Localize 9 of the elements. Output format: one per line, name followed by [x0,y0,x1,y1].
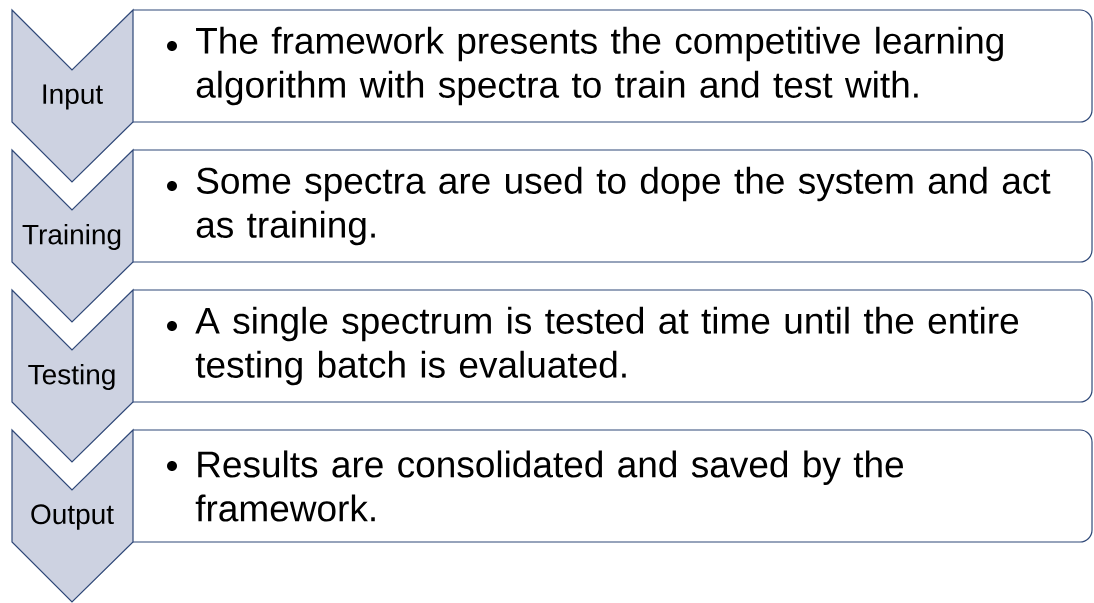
bullet-box: Some spectra are used to dope the system and act as training. [132,149,1093,263]
node-label: Output [31,504,114,530]
process-step: Input [11,8,134,183]
bullet-box: The framework presents the competitive learning algorithm with spectra to train and test with. [132,9,1093,123]
process-step: Training [11,148,134,323]
process-step: Testing [11,288,134,463]
bullet-box: Results are consolidated and saved by the framework. [132,429,1093,543]
bullet-box: A single spectrum is tested at time until the entire testing batch is evaluated. [132,289,1093,403]
process-step: Output [11,428,134,603]
